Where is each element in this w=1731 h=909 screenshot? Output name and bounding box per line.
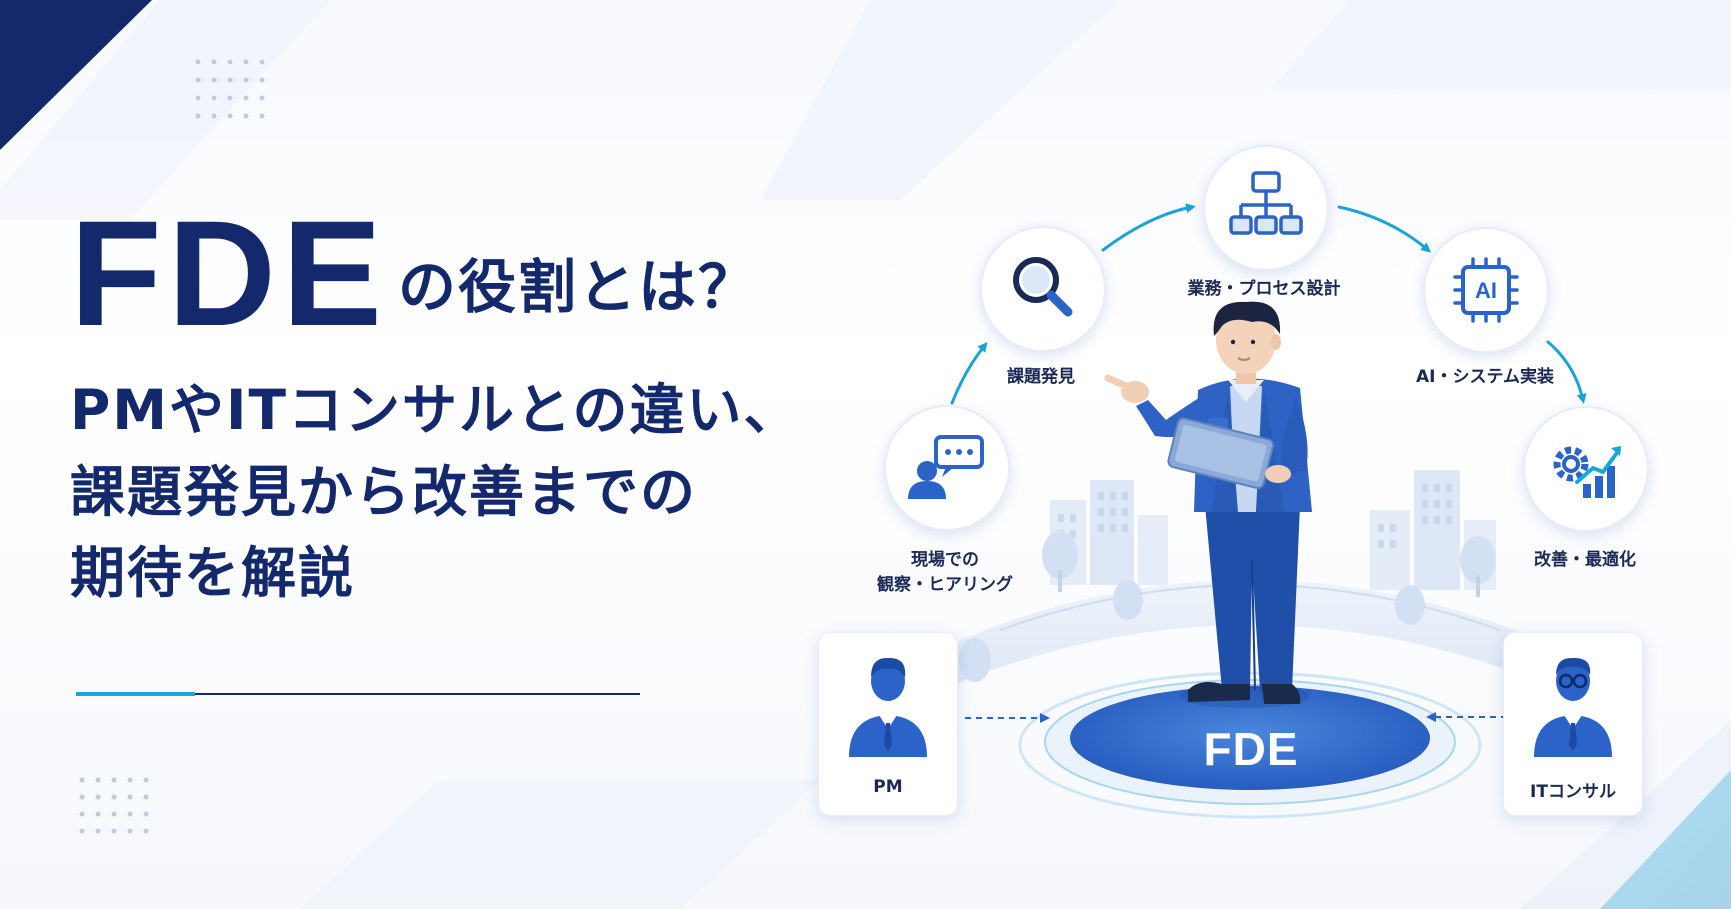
cycle-arrows <box>950 203 1587 405</box>
subtitle-line-3: 期待を解説 <box>70 541 356 605</box>
node-ai-implementation: AI <box>1423 227 1549 353</box>
node-label-ai: AI・システム実装 <box>1416 367 1554 387</box>
fde-person-illustration <box>1104 301 1312 708</box>
node-field-observation <box>884 405 1010 531</box>
card-label-it-consultant: ITコンサル <box>1530 782 1616 802</box>
node-improvement <box>1523 406 1649 532</box>
card-it-consultant: ITコンサル <box>1503 632 1643 816</box>
subtitle-line-1: PMやITコンサルとの違い、 <box>70 378 801 442</box>
node-label-issue: 課題発見 <box>1007 367 1075 387</box>
node-label-field-1: 現場での <box>911 550 979 570</box>
platform-label: FDE <box>1203 723 1299 775</box>
businessman-icon <box>849 657 927 757</box>
subtitle-line-2: 課題発見から改善までの <box>70 460 698 524</box>
ai-chip-icon: AI <box>1453 257 1519 323</box>
title-suffix: の役割とは？ <box>398 253 759 321</box>
corner-navy-shape <box>0 0 152 150</box>
node-process-design <box>1203 145 1329 271</box>
dot-grid-bottom <box>79 777 149 834</box>
node-label-improvement: 改善・最適化 <box>1534 550 1636 570</box>
flowchart-icon <box>1229 171 1303 235</box>
node-label-process: 業務・プロセス設計 <box>1187 279 1341 299</box>
chat-user-icon <box>908 435 984 499</box>
fde-platform <box>1018 671 1482 819</box>
node-issue-discovery <box>980 226 1106 352</box>
card-pm: PM <box>818 632 958 816</box>
city-scenery <box>940 470 1560 690</box>
ai-chip-text: AI <box>1475 278 1497 303</box>
card-label-pm: PM <box>873 777 903 797</box>
dot-grid-top <box>195 59 265 119</box>
consultant-glasses-icon <box>1534 657 1612 757</box>
gear-growth-icon <box>1553 446 1621 498</box>
title-main: FDE <box>70 189 388 357</box>
node-label-field-2: 観察・ヒアリング <box>877 575 1013 595</box>
magnifier-icon <box>1013 257 1073 317</box>
